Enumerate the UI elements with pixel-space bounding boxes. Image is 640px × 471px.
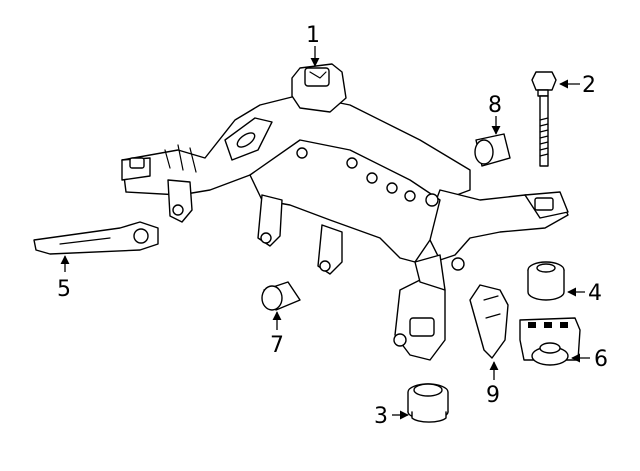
callout-labels: 1 2 3 4 5 6 7 8 9 [57, 23, 608, 429]
mount-part-6 [519, 317, 581, 366]
bushing-part-4 [527, 261, 565, 301]
subframe-assembly [121, 63, 569, 361]
callout-6: 6 [594, 347, 608, 372]
bushing-part-7 [261, 281, 301, 311]
bolt-part [531, 71, 557, 167]
callout-8: 8 [488, 93, 502, 118]
callout-4: 4 [588, 281, 602, 306]
callout-1: 1 [306, 23, 320, 48]
bushing-part-3 [407, 383, 449, 423]
link-arm-part-5 [33, 221, 159, 255]
callout-9: 9 [486, 383, 500, 408]
bracket-part-9 [469, 284, 509, 359]
bushing-part-8 [474, 133, 511, 167]
callout-5: 5 [57, 277, 71, 302]
callout-3: 3 [374, 404, 388, 429]
callout-7: 7 [270, 333, 284, 358]
callout-2: 2 [582, 73, 596, 98]
leader-lines [60, 46, 590, 420]
